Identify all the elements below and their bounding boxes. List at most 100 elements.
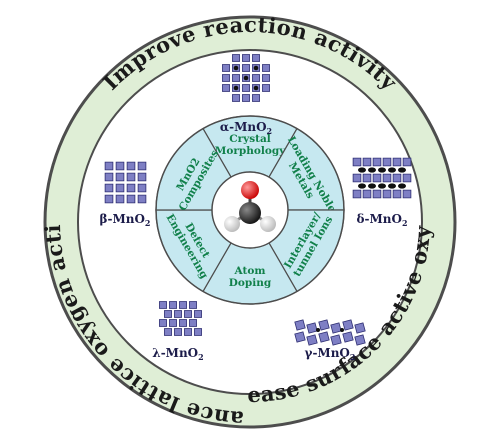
octahedron-unit <box>169 319 177 327</box>
octahedron-unit <box>232 94 240 102</box>
tunnel-ion <box>233 85 239 91</box>
octahedron-unit <box>354 322 366 334</box>
formaldehyde-molecule-icon <box>224 181 276 232</box>
octahedron-unit <box>189 301 197 309</box>
tunnel-ion <box>316 328 320 332</box>
octahedron-unit <box>294 319 306 331</box>
octahedron-unit <box>104 183 114 193</box>
tunnel-ion <box>253 65 259 71</box>
interlayer-ion <box>378 167 386 173</box>
octahedron-unit <box>126 194 136 204</box>
octahedron-unit <box>392 173 402 183</box>
gamma-mno2-structure <box>294 319 366 346</box>
interlayer-ion <box>378 183 386 189</box>
octahedron-unit <box>242 84 250 92</box>
octahedron-unit <box>252 94 260 102</box>
octahedron-unit <box>342 331 354 343</box>
interlayer-ion <box>368 183 376 189</box>
octahedron-unit <box>362 173 372 183</box>
octahedron-unit <box>242 64 250 72</box>
octahedron-unit <box>242 54 250 62</box>
octahedron-unit <box>104 172 114 182</box>
octahedron-unit <box>294 331 306 343</box>
octahedron-unit <box>104 161 114 171</box>
octahedron-unit <box>115 172 125 182</box>
delta-mno2-label: δ-MnO2 <box>356 212 407 228</box>
octahedron-unit <box>164 328 172 336</box>
octahedron-unit <box>194 310 202 318</box>
octahedron-unit <box>382 189 392 199</box>
octahedron-unit <box>232 54 240 62</box>
gamma-mno2-label: γ-MnO2 <box>305 346 356 362</box>
octahedron-unit <box>382 173 392 183</box>
octahedron-unit <box>262 84 270 92</box>
interlayer-ion <box>358 167 366 173</box>
interlayer-ion <box>398 183 406 189</box>
octahedron-unit <box>194 328 202 336</box>
octahedron-unit <box>159 319 167 327</box>
octahedron-unit <box>174 310 182 318</box>
alpha-mno2-label: α-MnO2 <box>220 120 272 136</box>
octahedron-unit <box>115 194 125 204</box>
interlayer-ion <box>358 183 366 189</box>
beta-mno2-structure <box>104 161 147 204</box>
octahedron-unit <box>306 334 318 346</box>
octahedron-unit <box>104 194 114 204</box>
octahedron-unit <box>354 334 366 346</box>
octahedron-unit <box>222 74 230 82</box>
octahedron-unit <box>115 161 125 171</box>
delta-mno2-structure <box>352 157 412 199</box>
octahedron-unit <box>402 173 412 183</box>
octahedron-unit <box>392 157 402 167</box>
tunnel-ion <box>253 85 259 91</box>
octahedron-unit <box>137 161 147 171</box>
interlayer-ion <box>398 167 406 173</box>
octahedron-unit <box>330 334 342 346</box>
octahedron-unit <box>164 310 172 318</box>
octahedron-unit <box>372 173 382 183</box>
octahedron-unit <box>115 183 125 193</box>
octahedron-unit <box>262 64 270 72</box>
tunnel-ion <box>243 75 249 81</box>
lambda-mno2-structure <box>159 301 202 336</box>
octahedron-unit <box>352 157 362 167</box>
octahedron-unit <box>382 157 392 167</box>
octahedron-unit <box>137 183 147 193</box>
octahedron-unit <box>352 189 362 199</box>
octahedron-unit <box>362 189 372 199</box>
octahedron-unit <box>318 319 330 331</box>
octahedron-unit <box>179 319 187 327</box>
octahedron-unit <box>318 331 330 343</box>
octahedron-unit <box>184 328 192 336</box>
octahedron-unit <box>159 301 167 309</box>
octahedron-unit <box>342 319 354 331</box>
octahedron-unit <box>184 310 192 318</box>
octahedron-unit <box>232 74 240 82</box>
alpha-mno2-structure <box>222 54 270 102</box>
octahedron-unit <box>222 64 230 72</box>
wheel-outline <box>155 115 345 305</box>
octahedron-unit <box>137 194 147 204</box>
octahedron-unit <box>222 84 230 92</box>
interlayer-ion <box>388 167 396 173</box>
tunnel-ion <box>340 328 344 332</box>
beta-mno2-label: β-MnO2 <box>100 212 151 228</box>
octahedron-unit <box>126 183 136 193</box>
octahedron-unit <box>402 157 412 167</box>
octahedron-unit <box>189 319 197 327</box>
octahedron-unit <box>252 54 260 62</box>
octahedron-unit <box>174 328 182 336</box>
octahedron-unit <box>179 301 187 309</box>
octahedron-unit <box>372 157 382 167</box>
octahedron-unit <box>169 301 177 309</box>
octahedron-unit <box>352 173 362 183</box>
octahedron-unit <box>126 172 136 182</box>
tunnel-ion <box>233 65 239 71</box>
interlayer-ion <box>388 183 396 189</box>
octahedron-unit <box>392 189 402 199</box>
interlayer-ion <box>368 167 376 173</box>
octahedron-unit <box>262 74 270 82</box>
